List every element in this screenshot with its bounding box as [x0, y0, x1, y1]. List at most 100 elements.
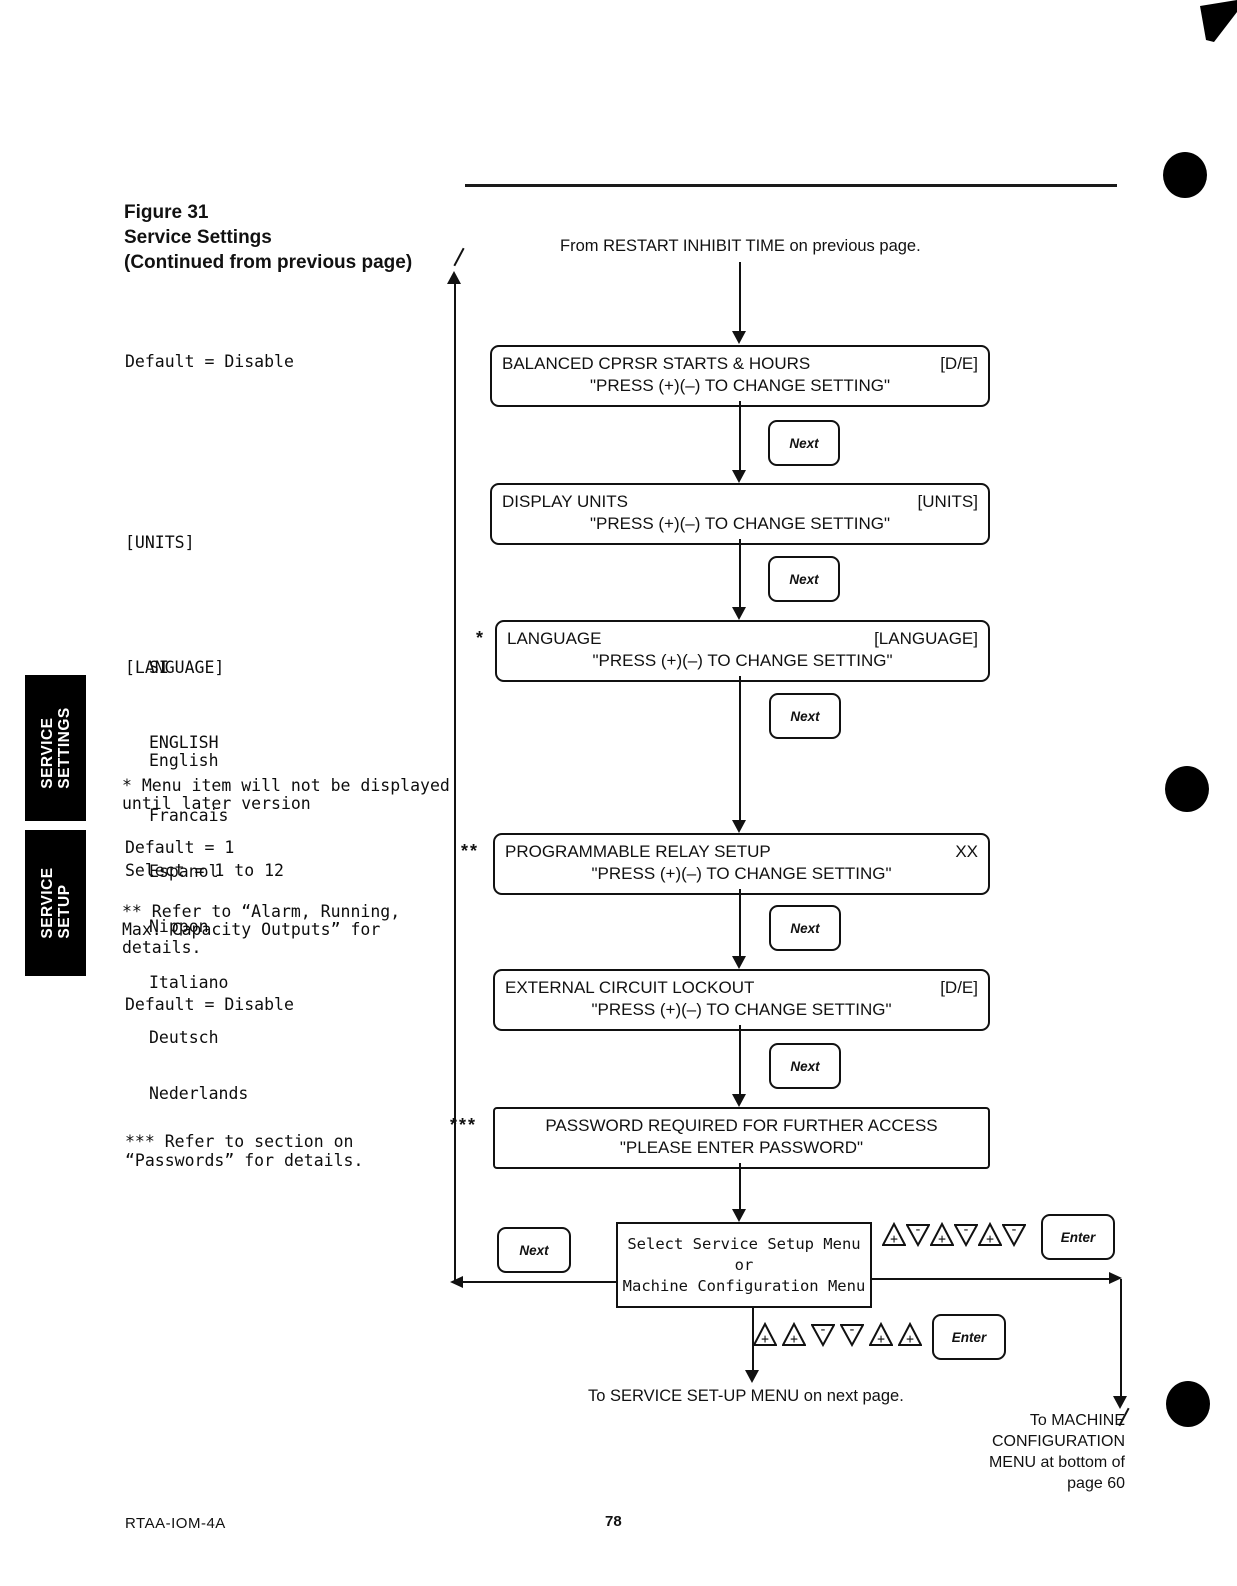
screen-external-lockout: EXTERNAL CIRCUIT LOCKOUT [D/E] "PRESS (+… — [493, 969, 990, 1031]
screen-title: EXTERNAL CIRCUIT LOCKOUT — [505, 978, 755, 997]
select-line: Select Service Setup Menu — [627, 1234, 861, 1253]
connector-line — [739, 889, 741, 956]
enter-label: Enter — [951, 1329, 987, 1345]
branch-line-right-down — [1120, 1279, 1122, 1397]
screen-asterisk: *** — [450, 1115, 478, 1135]
branch-line-left — [462, 1281, 617, 1283]
svg-text:-: - — [848, 1322, 856, 1338]
svg-text:-: - — [914, 1222, 922, 1238]
note-language: [LANGUAGE] English Francais Espanol Nipp… — [125, 622, 248, 1177]
triangle-up-plus-icon: + — [898, 1322, 922, 1347]
note-password-refer: *** Refer to section on “Passwords” for … — [125, 1132, 364, 1170]
next-button: Next — [768, 420, 840, 466]
language-option: Francais — [149, 806, 229, 825]
screen-tag: XX — [955, 842, 978, 861]
binding-hole-icon — [1165, 766, 1209, 812]
triangle-down-minus-icon: - — [954, 1222, 978, 1247]
next-label: Next — [790, 920, 820, 936]
svg-text:+: + — [938, 1232, 946, 1247]
arrowhead-right-icon — [1109, 1272, 1122, 1284]
arrowhead-down-icon — [732, 470, 746, 483]
svg-text:+: + — [890, 1232, 898, 1247]
screen-tag: [D/E] — [940, 354, 978, 373]
next-button: Next — [769, 1043, 841, 1089]
screen-title: LANGUAGE — [507, 629, 602, 648]
screen-tag: [UNITS] — [917, 492, 978, 511]
screen-subtitle: "PRESS (+)(–) TO CHANGE SETTING" — [591, 864, 892, 883]
arrowhead-down-icon — [732, 1094, 746, 1107]
to-machine-line: MENU at bottom of — [988, 1454, 1125, 1471]
screen-tag: [LANGUAGE] — [874, 629, 978, 648]
note-select-range: Select = 1 to 12 — [125, 861, 284, 880]
figure-name: Service Settings — [124, 227, 272, 248]
enter-button: Enter — [1041, 1214, 1115, 1260]
loopback-line — [454, 283, 456, 1283]
language-options: English Francais Espanol Nippon Italiano… — [125, 715, 248, 1141]
svg-text:+: + — [761, 1332, 769, 1347]
figure-title: Figure 31 Service Settings (Continued fr… — [124, 200, 412, 275]
units-options: SI ENGLISH — [125, 605, 219, 805]
arrowhead-down-icon — [1113, 1396, 1127, 1409]
sidebar-tab-service-setup: SERVICE SETUP — [25, 830, 86, 976]
connector-line — [739, 401, 741, 470]
language-option: Italiano — [149, 972, 229, 992]
note-menu-item: * Menu item will not be displayed until … — [122, 776, 450, 813]
next-button: Next — [768, 556, 840, 602]
to-machine-line: CONFIGURATION — [991, 1433, 1125, 1450]
page-corner-mark — [1200, 0, 1237, 42]
tab-label: SETUP — [55, 884, 73, 939]
screen-asterisk: * — [476, 628, 486, 648]
screen-title: PROGRAMMABLE RELAY SETUP — [505, 842, 771, 861]
arrowhead-down-icon — [732, 956, 746, 969]
triangle-down-minus-icon: - — [811, 1322, 835, 1347]
note-units: [UNITS] SI ENGLISH — [125, 480, 219, 855]
figure-continuation: (Continued from previous page) — [124, 252, 413, 273]
arrowhead-down-icon — [732, 820, 746, 833]
svg-text:+: + — [986, 1232, 994, 1247]
select-line: Machine Configuration Menu — [622, 1276, 866, 1295]
to-machine-line: To MACHINE — [1029, 1412, 1125, 1429]
screen-title: DISPLAY UNITS — [502, 492, 628, 511]
svg-text:+: + — [906, 1332, 914, 1347]
screen-display-units: DISPLAY UNITS [UNITS] "PRESS (+)(–) TO C… — [490, 483, 990, 545]
screen-password: PASSWORD REQUIRED FOR FURTHER ACCESS "PL… — [493, 1107, 990, 1169]
language-header: [LANGUAGE] — [125, 658, 225, 677]
language-option: Espanol — [149, 861, 219, 881]
arrowhead-down-icon — [732, 607, 746, 620]
screen-title: PASSWORD REQUIRED FOR FURTHER ACCESS — [545, 1116, 938, 1135]
to-machine-line: page 60 — [1067, 1475, 1125, 1492]
enter-button: Enter — [932, 1314, 1006, 1360]
next-label: Next — [790, 708, 820, 724]
tab-label: SETTINGS — [55, 707, 73, 789]
triangle-down-minus-icon: - — [840, 1322, 864, 1347]
language-option: Nippon — [149, 917, 209, 936]
page-number: 78 — [605, 1513, 622, 1530]
triangle-up-plus-icon: + — [930, 1222, 954, 1247]
next-button: Next — [769, 693, 841, 739]
key-sequence-top: +-+-+- — [882, 1222, 1026, 1247]
triangle-up-plus-icon: + — [753, 1322, 777, 1347]
svg-text:-: - — [962, 1222, 970, 1238]
note-default-1: Default = 1 — [125, 838, 235, 857]
note-default-disable-2: Default = Disable — [125, 995, 294, 1014]
language-option: English — [149, 750, 219, 770]
document-id: RTAA-IOM-4A — [125, 1515, 226, 1532]
arrowhead-up-icon — [447, 271, 461, 284]
tab-label: SERVICE — [38, 867, 56, 939]
figure-number: Figure 31 — [124, 202, 209, 223]
sidebar-tab-service-settings: SERVICE SETTINGS — [25, 675, 86, 821]
units-header: [UNITS] — [125, 533, 195, 552]
units-option: ENGLISH — [149, 733, 219, 752]
screen-subtitle: "PRESS (+)(–) TO CHANGE SETTING" — [589, 376, 890, 395]
arrowhead-down-icon — [732, 1209, 746, 1222]
screen-subtitle: "PRESS (+)(–) TO CHANGE SETTING" — [589, 514, 890, 533]
note-default-disable-1: Default = Disable — [125, 352, 294, 371]
next-label: Next — [789, 571, 819, 587]
tab-label: SERVICE — [38, 717, 56, 789]
units-option: SI — [149, 658, 169, 677]
screen-subtitle: "PLEASE ENTER PASSWORD" — [619, 1138, 864, 1157]
triangle-up-plus-icon: + — [978, 1222, 1002, 1247]
select-menu-box: Select Service Setup Menu or Machine Con… — [616, 1222, 872, 1308]
next-label: Next — [790, 1058, 820, 1074]
next-label: Next — [519, 1242, 549, 1258]
